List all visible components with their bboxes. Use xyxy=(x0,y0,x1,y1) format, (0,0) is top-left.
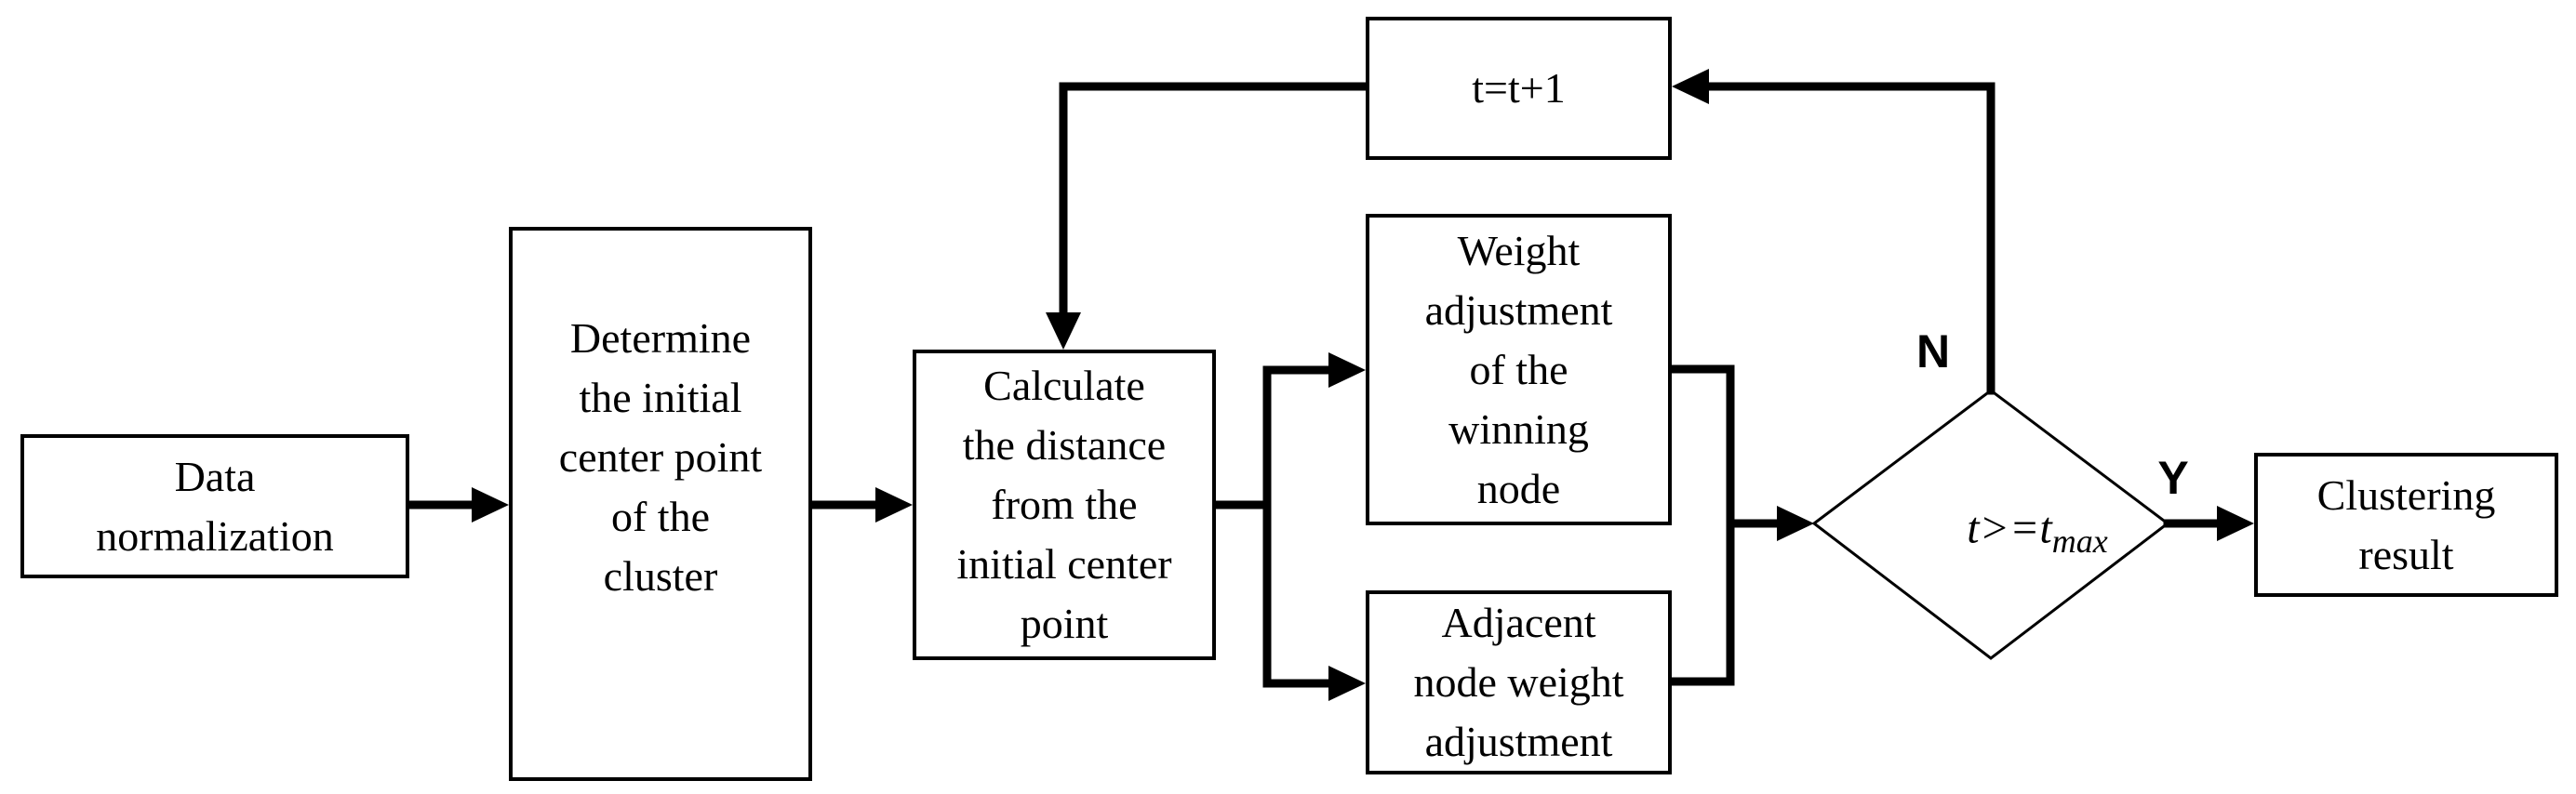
arrowhead-right-icon xyxy=(1328,666,1366,701)
node-label: Calculate the distance from the initial … xyxy=(956,362,1172,647)
edge-branch-to-adjacent-adjustment xyxy=(1262,666,1366,701)
edge-decision-no-to-increment xyxy=(1672,69,1995,395)
node-adjacent-node-adjustment: Adjacent node weight adjustment xyxy=(1366,590,1672,774)
node-label: Determine the initial center point of th… xyxy=(558,314,763,600)
node-label: Clustering result xyxy=(2316,470,2496,578)
arrowhead-left-icon xyxy=(1672,69,1709,104)
node-label: t=t+1 xyxy=(1472,64,1566,112)
arrowhead-right-icon xyxy=(1777,506,1814,541)
decision-condition-subscript: max xyxy=(2051,523,2108,561)
edge-branch-to-weight-adjustment xyxy=(1262,352,1366,388)
edge-label-no: N xyxy=(1915,325,1951,377)
arrowhead-down-icon xyxy=(1046,312,1081,350)
arrowhead-right-icon xyxy=(875,487,913,523)
node-label: Adjacent node weight adjustment xyxy=(1413,599,1624,765)
arrowhead-right-icon xyxy=(2217,506,2254,541)
edge-decision-yes-to-result xyxy=(2163,506,2254,541)
node-label: Weight adjustment of the winning node xyxy=(1424,226,1613,512)
edge-label-yes: Y xyxy=(2157,452,2189,504)
node-clustering-result: Clustering result xyxy=(2254,453,2558,597)
node-increment-iteration: t=t+1 xyxy=(1366,17,1672,160)
edge-data-to-determine xyxy=(405,487,509,523)
decision-condition-main: t>=t xyxy=(1967,503,2052,553)
edge-increment-to-calculate xyxy=(1046,82,1370,350)
edge-adjustments-merge xyxy=(1667,364,1735,686)
node-weight-adjustment-winning: Weight adjustment of the winning node xyxy=(1366,214,1672,525)
arrowhead-right-icon xyxy=(472,487,509,523)
node-determine-initial-center: Determine the initial center point of th… xyxy=(509,227,812,781)
edge-merge-to-decision xyxy=(1726,506,1814,541)
edge-calculate-branch-split xyxy=(1205,365,1272,688)
arrowhead-right-icon xyxy=(1328,352,1366,388)
decision-condition-label: t>=tmax xyxy=(1967,503,2107,559)
node-label: Data normalization xyxy=(96,452,334,560)
node-data-normalization: Data normalization xyxy=(20,434,409,578)
edge-determine-to-calculate xyxy=(808,487,913,523)
node-calculate-distance: Calculate the distance from the initial … xyxy=(913,350,1216,660)
